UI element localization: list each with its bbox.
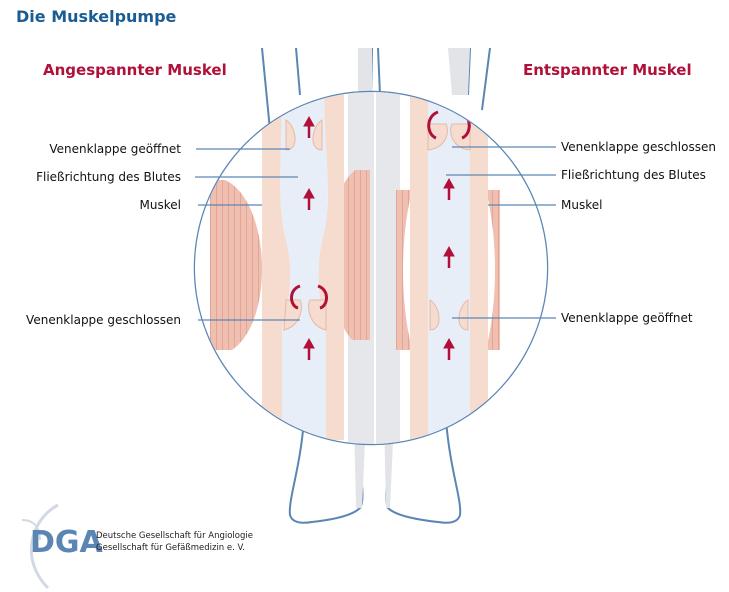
label-right-muscle: Muskel xyxy=(561,198,602,212)
left-leg-section xyxy=(190,80,374,460)
label-left-muscle: Muskel xyxy=(140,198,181,212)
logo-line-2: Gesellschaft für Gefäßmedizin e. V. xyxy=(96,543,245,553)
label-left-valve-closed: Venenklappe geschlossen xyxy=(26,313,181,327)
label-right-valve-open: Venenklappe geöffnet xyxy=(561,311,693,325)
label-left-flow: Fließrichtung des Blutes xyxy=(36,170,181,184)
label-right-valve-closed: Venenklappe geschlossen xyxy=(561,140,716,154)
leg-shading xyxy=(358,48,470,95)
label-right-flow: Fließrichtung des Blutes xyxy=(561,168,706,182)
dga-logo-mark: DGA xyxy=(30,525,104,560)
right-leg-section xyxy=(374,80,564,460)
label-left-valve-open: Venenklappe geöffnet xyxy=(49,142,181,156)
logo-line-1: Deutsche Gesellschaft für Angiologie xyxy=(96,531,253,541)
